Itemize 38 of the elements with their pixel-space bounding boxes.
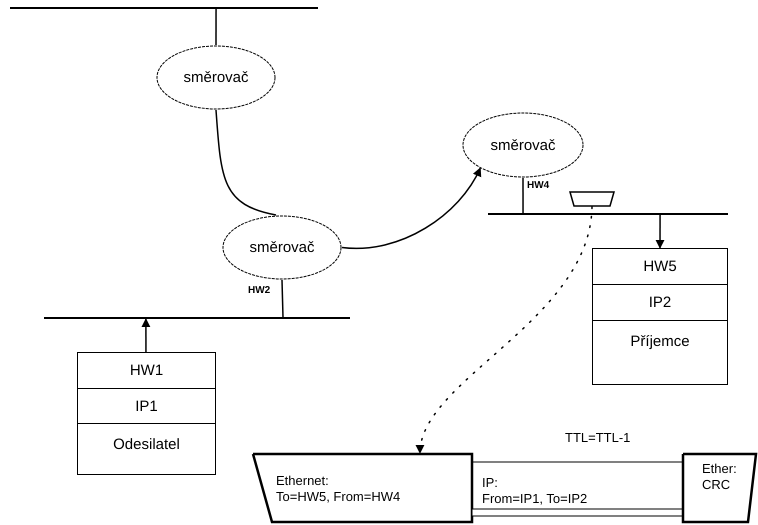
network-link	[215, 9, 217, 45]
network-link	[281, 280, 284, 318]
frame-field	[472, 461, 683, 517]
protocol-stack-box	[592, 248, 728, 385]
hardware-address: HW5	[593, 249, 727, 285]
ttl-note: TTL=TTL-1	[565, 430, 630, 445]
network-link	[215, 110, 276, 216]
network-bus-line	[44, 317, 350, 319]
ip-address: IP1	[78, 389, 215, 424]
frame-field-content: CRC	[702, 477, 732, 493]
network-link	[522, 178, 524, 213]
frame-field-content: To=HW5, From=HW4	[276, 489, 402, 505]
frame-field-heading: IP:	[482, 475, 499, 491]
host-name: Příjemce	[629, 332, 691, 352]
router-label: směrovač	[249, 239, 315, 256]
router-ellipse	[462, 112, 584, 178]
ip-address: IP2	[593, 285, 727, 321]
arrow	[141, 318, 150, 352]
frame-field-content: From=IP1, To=IP2	[482, 491, 588, 507]
interface-label: HW4	[527, 180, 550, 191]
frame-field-heading: Ethernet:	[276, 473, 330, 489]
network-bus-line	[488, 213, 728, 215]
frame-field	[252, 453, 473, 523]
router-ellipse	[222, 215, 342, 280]
packet-icon	[569, 191, 615, 207]
router-ellipse	[156, 45, 276, 110]
frame-field-heading: Ether:	[702, 461, 738, 477]
router-label: směrovač	[183, 69, 249, 86]
arrow	[656, 215, 665, 249]
network-bus-line	[10, 7, 318, 9]
router-label: směrovač	[490, 136, 556, 154]
hardware-address: HW1	[78, 353, 215, 389]
protocol-stack-box	[77, 352, 216, 475]
dotted-arrow	[417, 206, 593, 454]
frame-field	[682, 453, 757, 523]
host-name: Odesilatel	[112, 435, 181, 455]
interface-label: HW2	[248, 285, 270, 296]
arrow	[342, 167, 481, 250]
